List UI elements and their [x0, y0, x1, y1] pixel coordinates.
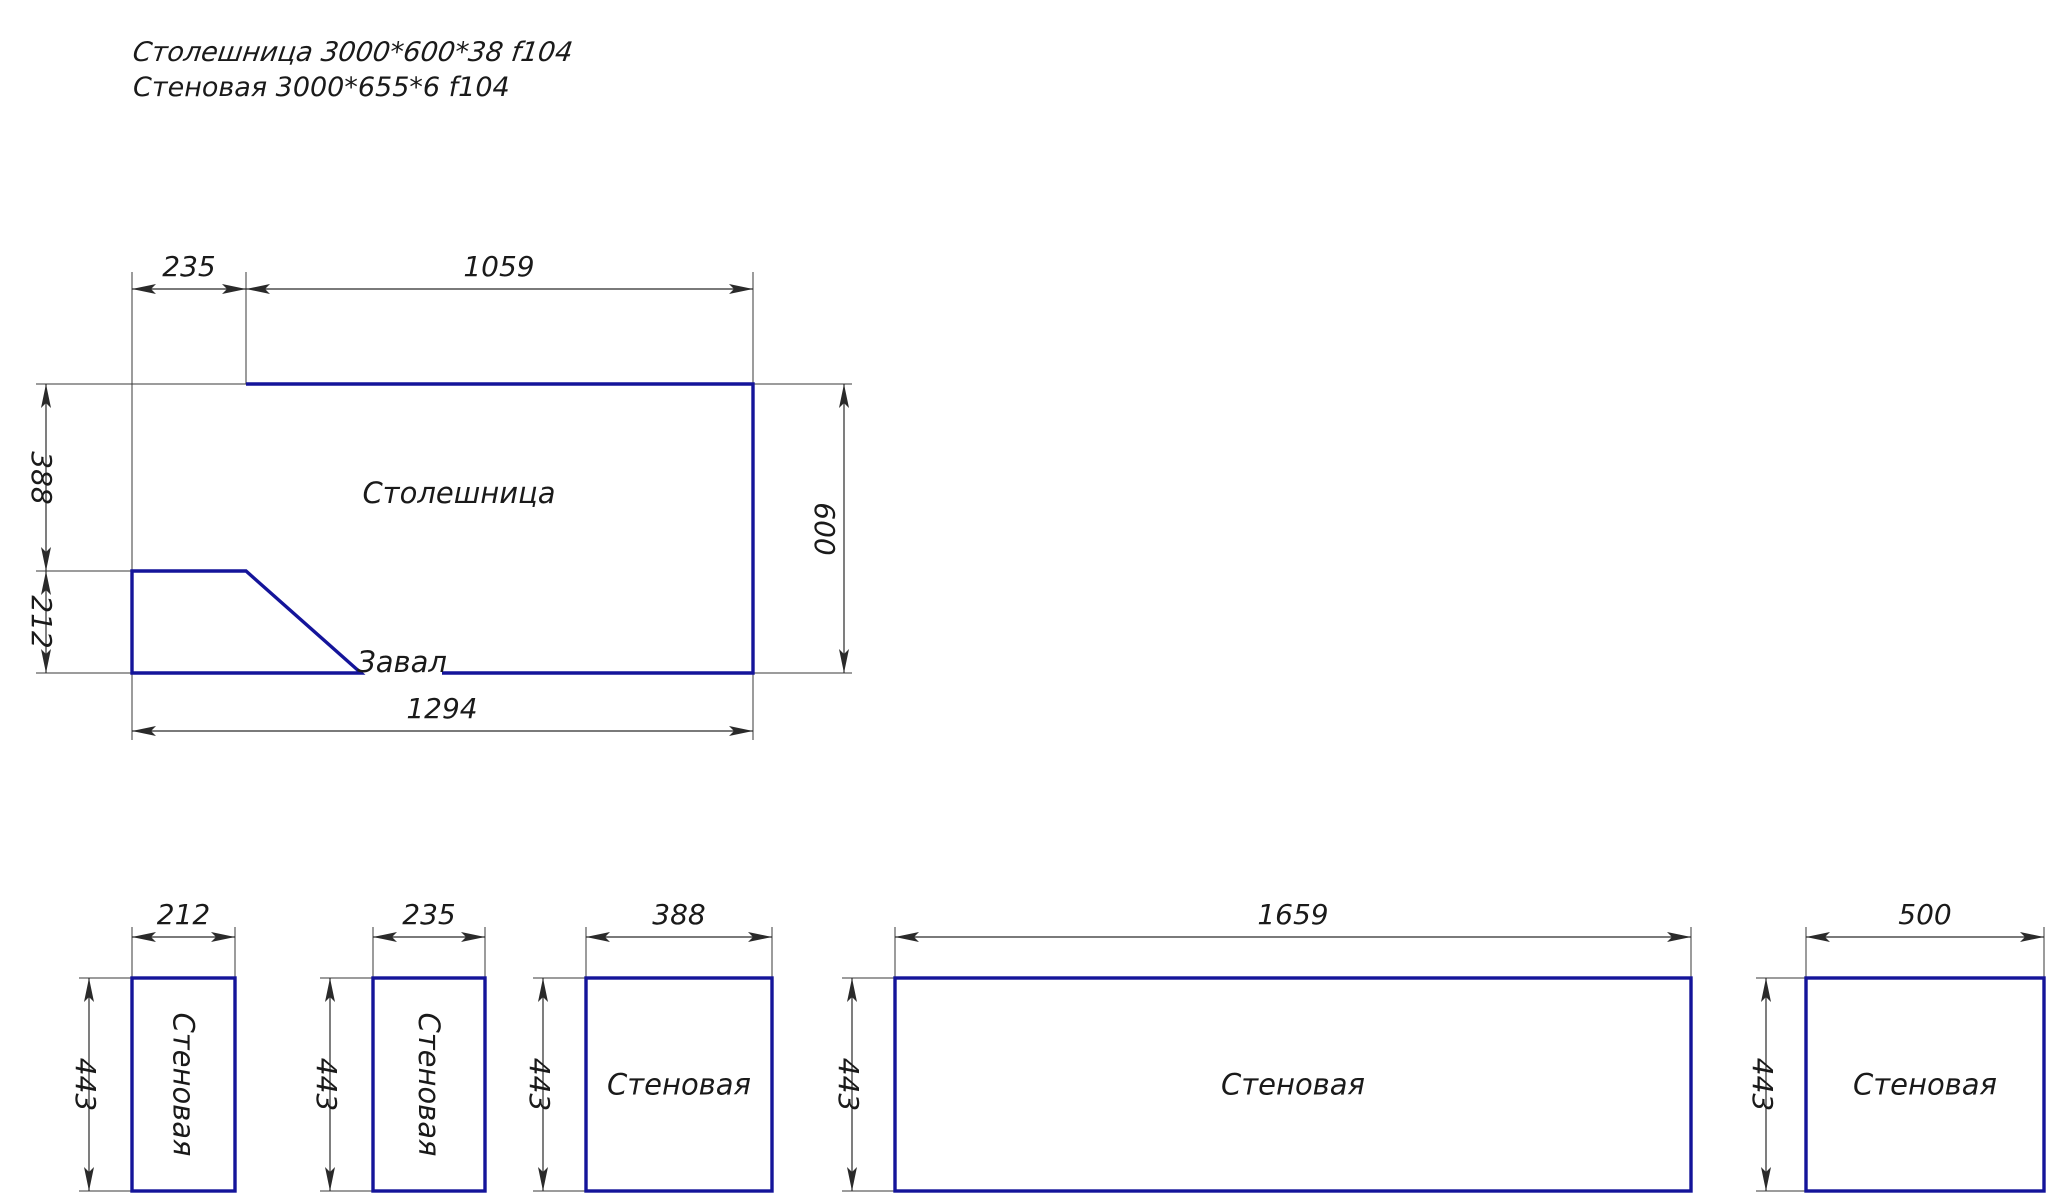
panel-width-text: 212 — [157, 898, 210, 931]
panel-outline — [371, 976, 487, 1193]
panel-height-text: 443 — [832, 1058, 865, 1111]
header-line-countertop: Столешница 3000*600*38 f104 — [131, 37, 575, 68]
panel-width-text: 500 — [1898, 898, 1951, 931]
panel-label: Стеновая — [1221, 1068, 1365, 1102]
panel-label: Стеновая — [412, 1013, 446, 1157]
countertop-outline — [130, 382, 755, 675]
panel-label: Стеновая — [607, 1068, 751, 1102]
dimension-text-total-height: 600 — [808, 502, 841, 555]
dimension-text-total-width: 1294 — [406, 692, 477, 725]
wall-panel-1: 212 443 Стеновая — [69, 898, 237, 1193]
header-line-wall-panel: Стеновая 3000*655*6 f104 — [133, 72, 510, 103]
wall-panel-4: 1659 443 Стеновая — [832, 898, 1693, 1193]
countertop-label: Столешница — [362, 476, 555, 510]
wall-panel-2: 235 443 Стеновая — [310, 898, 487, 1193]
panel-label: Стеновая — [1853, 1068, 1997, 1102]
panel-outline — [130, 976, 237, 1193]
panel-height-text: 443 — [310, 1058, 343, 1111]
countertop-drawing: 235 1059 1294 388 212 600 Столешница Зав… — [25, 250, 852, 740]
dimension-text-left-width: 235 — [162, 250, 215, 283]
panel-outline — [893, 976, 1693, 1193]
panel-outline — [1804, 976, 2046, 1193]
panel-width-text: 235 — [402, 898, 455, 931]
panel-height-text: 443 — [523, 1058, 556, 1111]
wall-panel-5: 500 443 Стеновая — [1746, 898, 2046, 1193]
panel-width-text: 388 — [652, 898, 705, 931]
dimension-text-upper-height: 388 — [25, 451, 58, 504]
edge-label: Завал — [357, 645, 447, 679]
panel-height-text: 443 — [69, 1058, 102, 1111]
panel-label: Стеновая — [167, 1013, 201, 1157]
dimension-text-lower-height: 212 — [25, 595, 58, 648]
dimension-text-right-width: 1059 — [463, 250, 534, 283]
panel-height-text: 443 — [1746, 1058, 1779, 1111]
panel-width-text: 1659 — [1257, 898, 1328, 931]
wall-panel-3: 388 443 Стеновая — [523, 898, 774, 1193]
header-notes: Столешница 3000*600*38 f104 Стеновая 300… — [131, 37, 575, 103]
panel-outline — [584, 976, 774, 1193]
wall-panels: 212 443 Стеновая 235 443 Стеновая 388 443 Стенов… — [69, 898, 2046, 1193]
